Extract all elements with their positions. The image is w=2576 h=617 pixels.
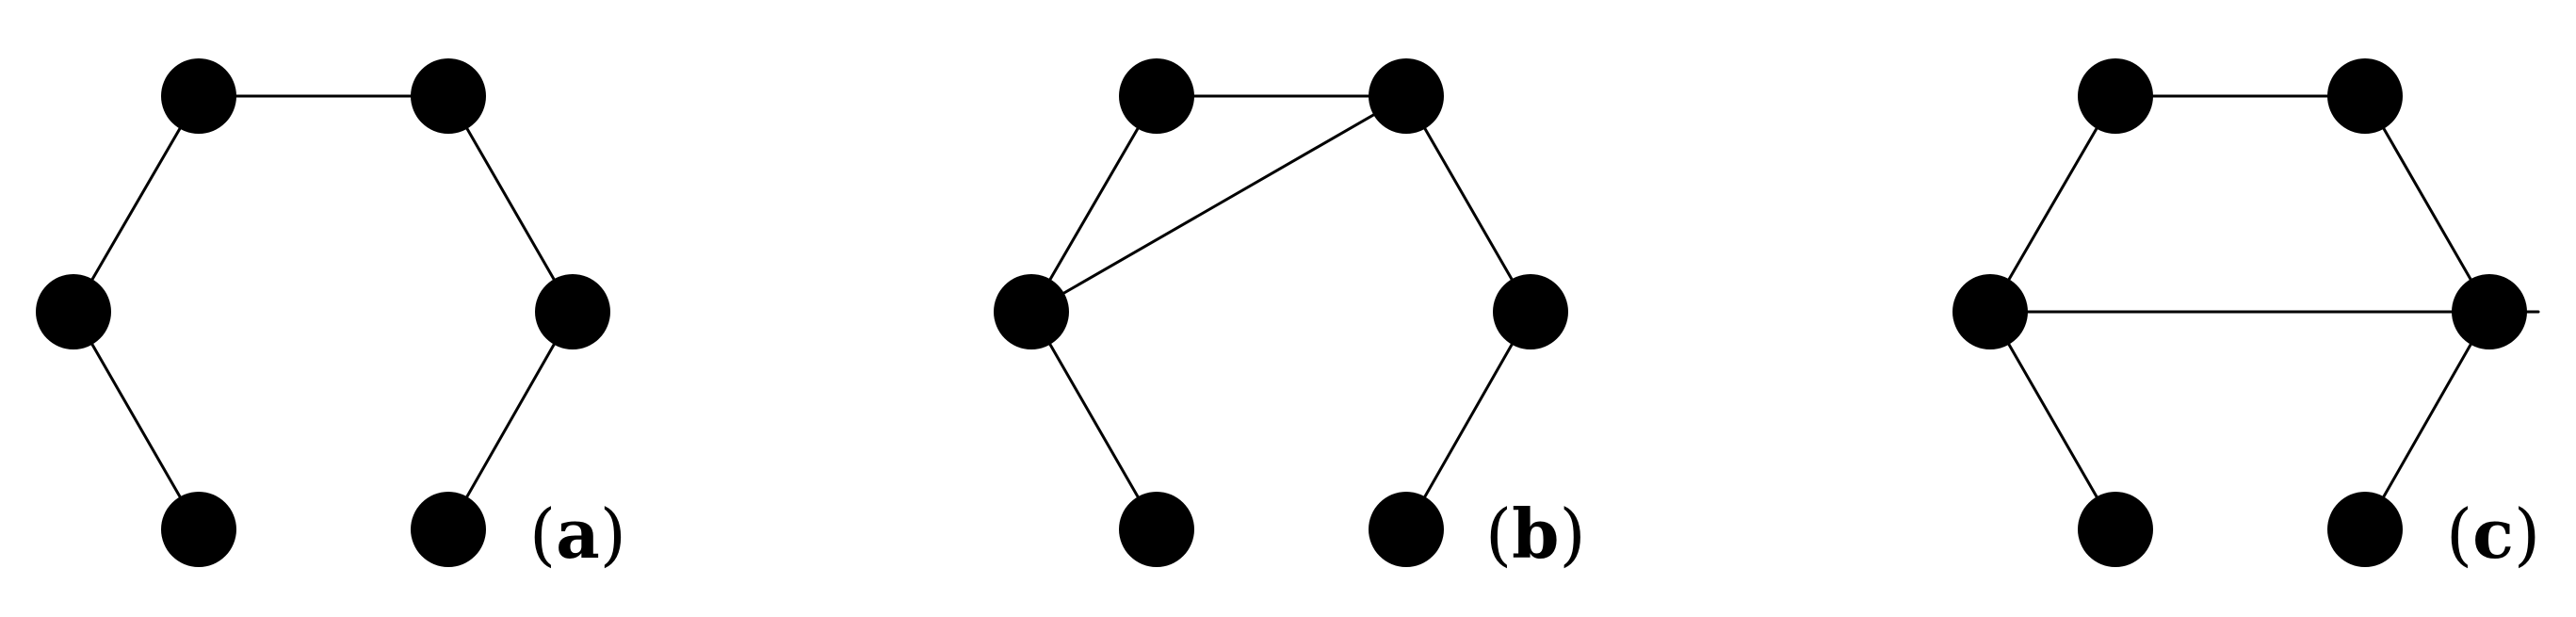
edge-mid-right-to-bottom-right <box>1404 310 1532 531</box>
node-bottom-right <box>1369 492 1444 567</box>
panel-label-a: (a) <box>529 494 626 574</box>
panel-label-close: ) <box>2514 495 2540 574</box>
node-mid-left <box>1952 274 2028 349</box>
edge-group <box>1029 94 1532 531</box>
node-top-right <box>411 58 486 134</box>
node-top-left <box>2078 58 2153 134</box>
node-bottom-left <box>2078 492 2153 567</box>
node-mid-right <box>535 274 610 349</box>
edge-top-right-to-mid-right <box>2363 94 2491 314</box>
node-bottom-right <box>411 492 486 567</box>
node-bottom-left <box>1119 492 1194 567</box>
panel-label-close: ) <box>600 495 626 574</box>
graph-panel-c: (c) <box>1952 58 2540 574</box>
edge-mid-right-to-bottom-right <box>2363 310 2491 531</box>
panel-label-letter: a <box>556 494 600 574</box>
node-mid-left <box>994 274 1069 349</box>
edge-mid-right-to-bottom-right <box>446 310 575 531</box>
edge-group <box>72 94 575 531</box>
edge-top-right-to-mid-right <box>446 94 575 314</box>
panel-label-c: (c) <box>2446 494 2540 574</box>
panel-label-letter: c <box>2472 494 2514 574</box>
node-group <box>994 58 1568 567</box>
panel-label-b: (b) <box>1485 494 1586 574</box>
edge-top-right-to-mid-right <box>1404 94 1532 314</box>
node-top-left <box>161 58 236 134</box>
node-top-left <box>1119 58 1194 134</box>
edge-mid-left-to-bottom-left <box>1988 310 2117 531</box>
edge-mid-left-to-bottom-left <box>72 310 201 531</box>
node-group <box>36 58 610 567</box>
edge-top-left-to-mid-left <box>72 94 201 314</box>
edge-top-left-to-mid-left <box>1988 94 2117 314</box>
edge-group <box>1988 94 2540 531</box>
node-bottom-left <box>161 492 236 567</box>
node-top-right <box>1369 58 1444 134</box>
panel-label-letter: b <box>1512 494 1559 574</box>
node-bottom-right <box>2327 492 2403 567</box>
graph-panel-a: (a) <box>36 58 626 574</box>
node-mid-left <box>36 274 111 349</box>
node-top-right <box>2327 58 2403 134</box>
panel-label-close: ) <box>1559 495 1585 574</box>
panel-label-open: ( <box>529 495 556 574</box>
graph-panel-b: (b) <box>994 58 1586 574</box>
panel-label-open: ( <box>2446 495 2472 574</box>
edge-mid-left-to-bottom-left <box>1029 310 1158 531</box>
node-mid-right <box>1493 274 1568 349</box>
node-mid-right <box>2452 274 2527 349</box>
panel-label-open: ( <box>1485 495 1512 574</box>
node-group <box>1952 58 2527 567</box>
edge-top-left-to-mid-left <box>1029 94 1158 314</box>
edge-mid-left-to-top-right <box>1029 94 1408 314</box>
